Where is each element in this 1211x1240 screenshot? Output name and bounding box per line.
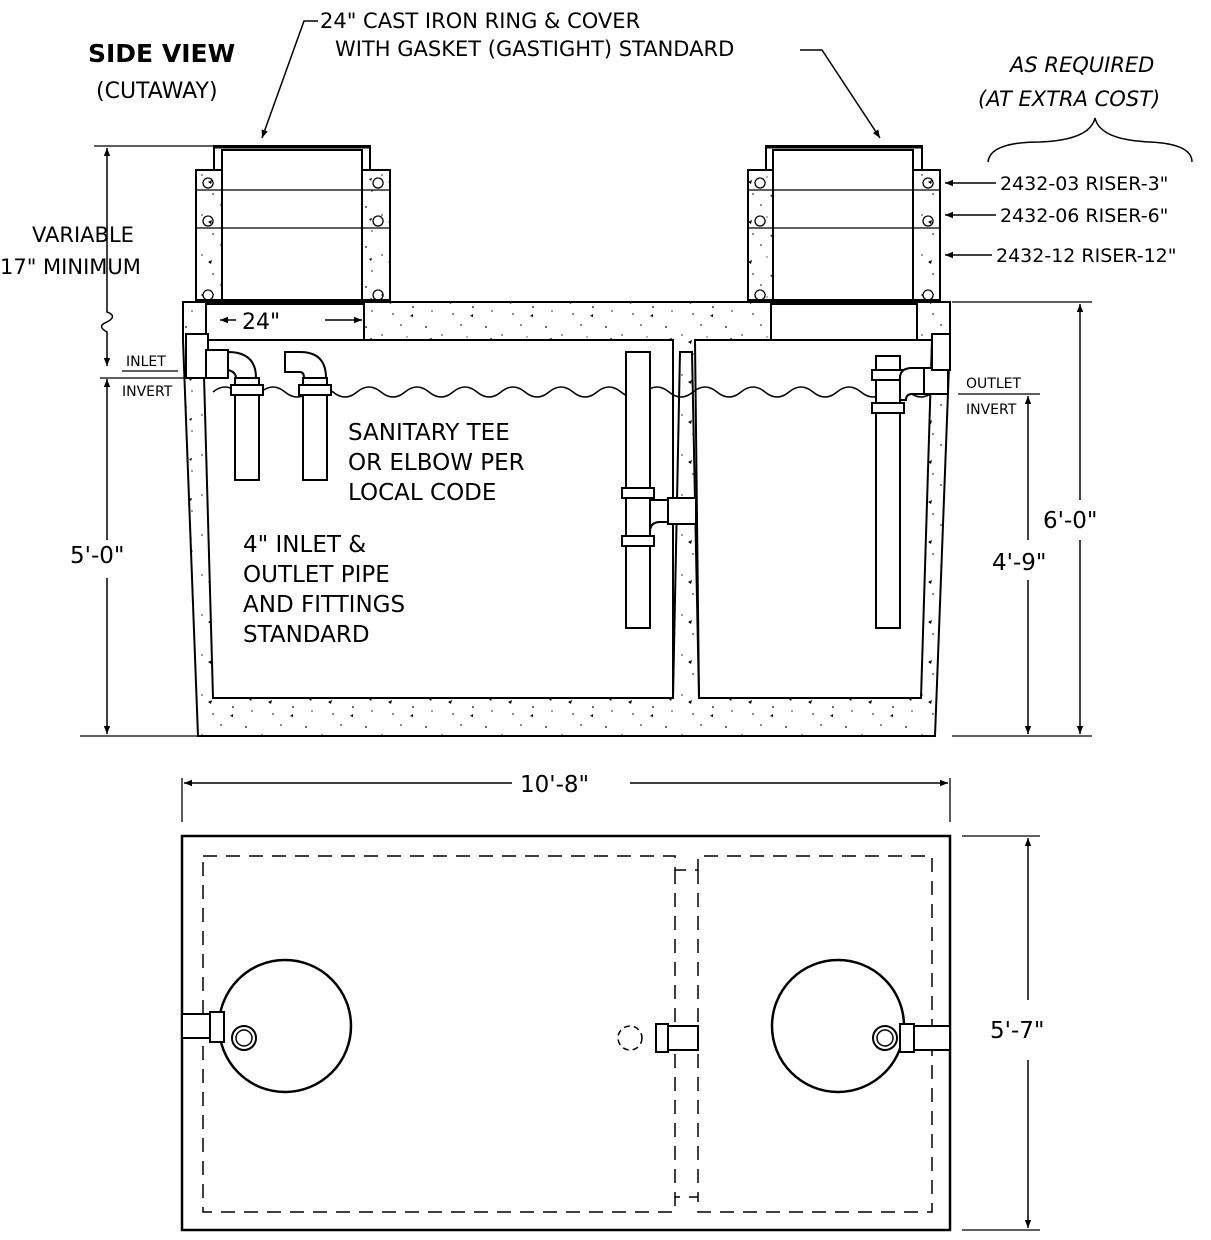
right-riser-stack <box>747 145 941 301</box>
riser-6-label: 2432-06 RISER-6" <box>1000 205 1168 227</box>
inlet-invert-line2: INVERT <box>122 384 173 400</box>
outlet-invert-line2: INVERT <box>966 402 1017 418</box>
drawing-title: SIDE VIEW <box>88 39 235 68</box>
liquid-level <box>212 386 934 398</box>
right-dimensions <box>952 301 1092 737</box>
tank-width-label: 5'-7" <box>990 1018 1044 1044</box>
variable-line2: 17" MINIMUM <box>0 255 141 279</box>
left-riser-stack <box>195 145 391 301</box>
cover-leader-left <box>261 20 318 139</box>
outlet-tee <box>871 333 951 629</box>
as-required-line1: AS REQUIRED <box>1008 53 1154 77</box>
cover-callout-line1: 24" CAST IRON RING & COVER <box>320 9 640 33</box>
tee-note-line1: SANITARY TEE <box>348 420 510 446</box>
tee-note-line2: OR ELBOW PER <box>348 450 525 476</box>
width-dimension <box>962 835 1040 1231</box>
inlet-height-label: 5'-0" <box>70 543 124 569</box>
riser-3-label: 2432-03 RISER-3" <box>1000 173 1168 195</box>
tank-height-label: 6'-0" <box>1043 508 1097 534</box>
riser-12-label: 2432-12 RISER-12" <box>996 245 1177 267</box>
brace <box>987 117 1193 163</box>
variable-line1: VARIABLE <box>32 223 134 247</box>
pipe-note-line3: AND FITTINGS <box>243 592 405 618</box>
drawing-subtitle: (CUTAWAY) <box>96 79 218 104</box>
length-dimension <box>181 778 951 822</box>
pipe-note-line2: OUTLET PIPE <box>243 562 390 588</box>
cover-callout-line2: WITH GASKET (GASTIGHT) STANDARD <box>335 37 734 61</box>
as-required-line2: (AT EXTRA COST) <box>978 87 1160 111</box>
pipe-note-line1: 4" INLET & <box>243 532 366 558</box>
tank-length-label: 10'-8" <box>520 772 589 798</box>
inlet-invert-line1: INLET <box>126 354 166 370</box>
opening-dim-label: 24" <box>242 310 280 335</box>
tank-plan-view <box>180 834 952 1232</box>
inlet-tee <box>185 333 332 481</box>
tee-note-line3: LOCAL CODE <box>348 480 496 506</box>
pipe-note-line4: STANDARD <box>243 622 370 648</box>
outlet-height-label: 4'-9" <box>992 550 1046 576</box>
transfer-tee <box>621 351 697 629</box>
left-dimensions <box>80 145 214 737</box>
cover-leader-right <box>800 49 881 139</box>
outlet-invert-line1: OUTLET <box>966 376 1021 392</box>
